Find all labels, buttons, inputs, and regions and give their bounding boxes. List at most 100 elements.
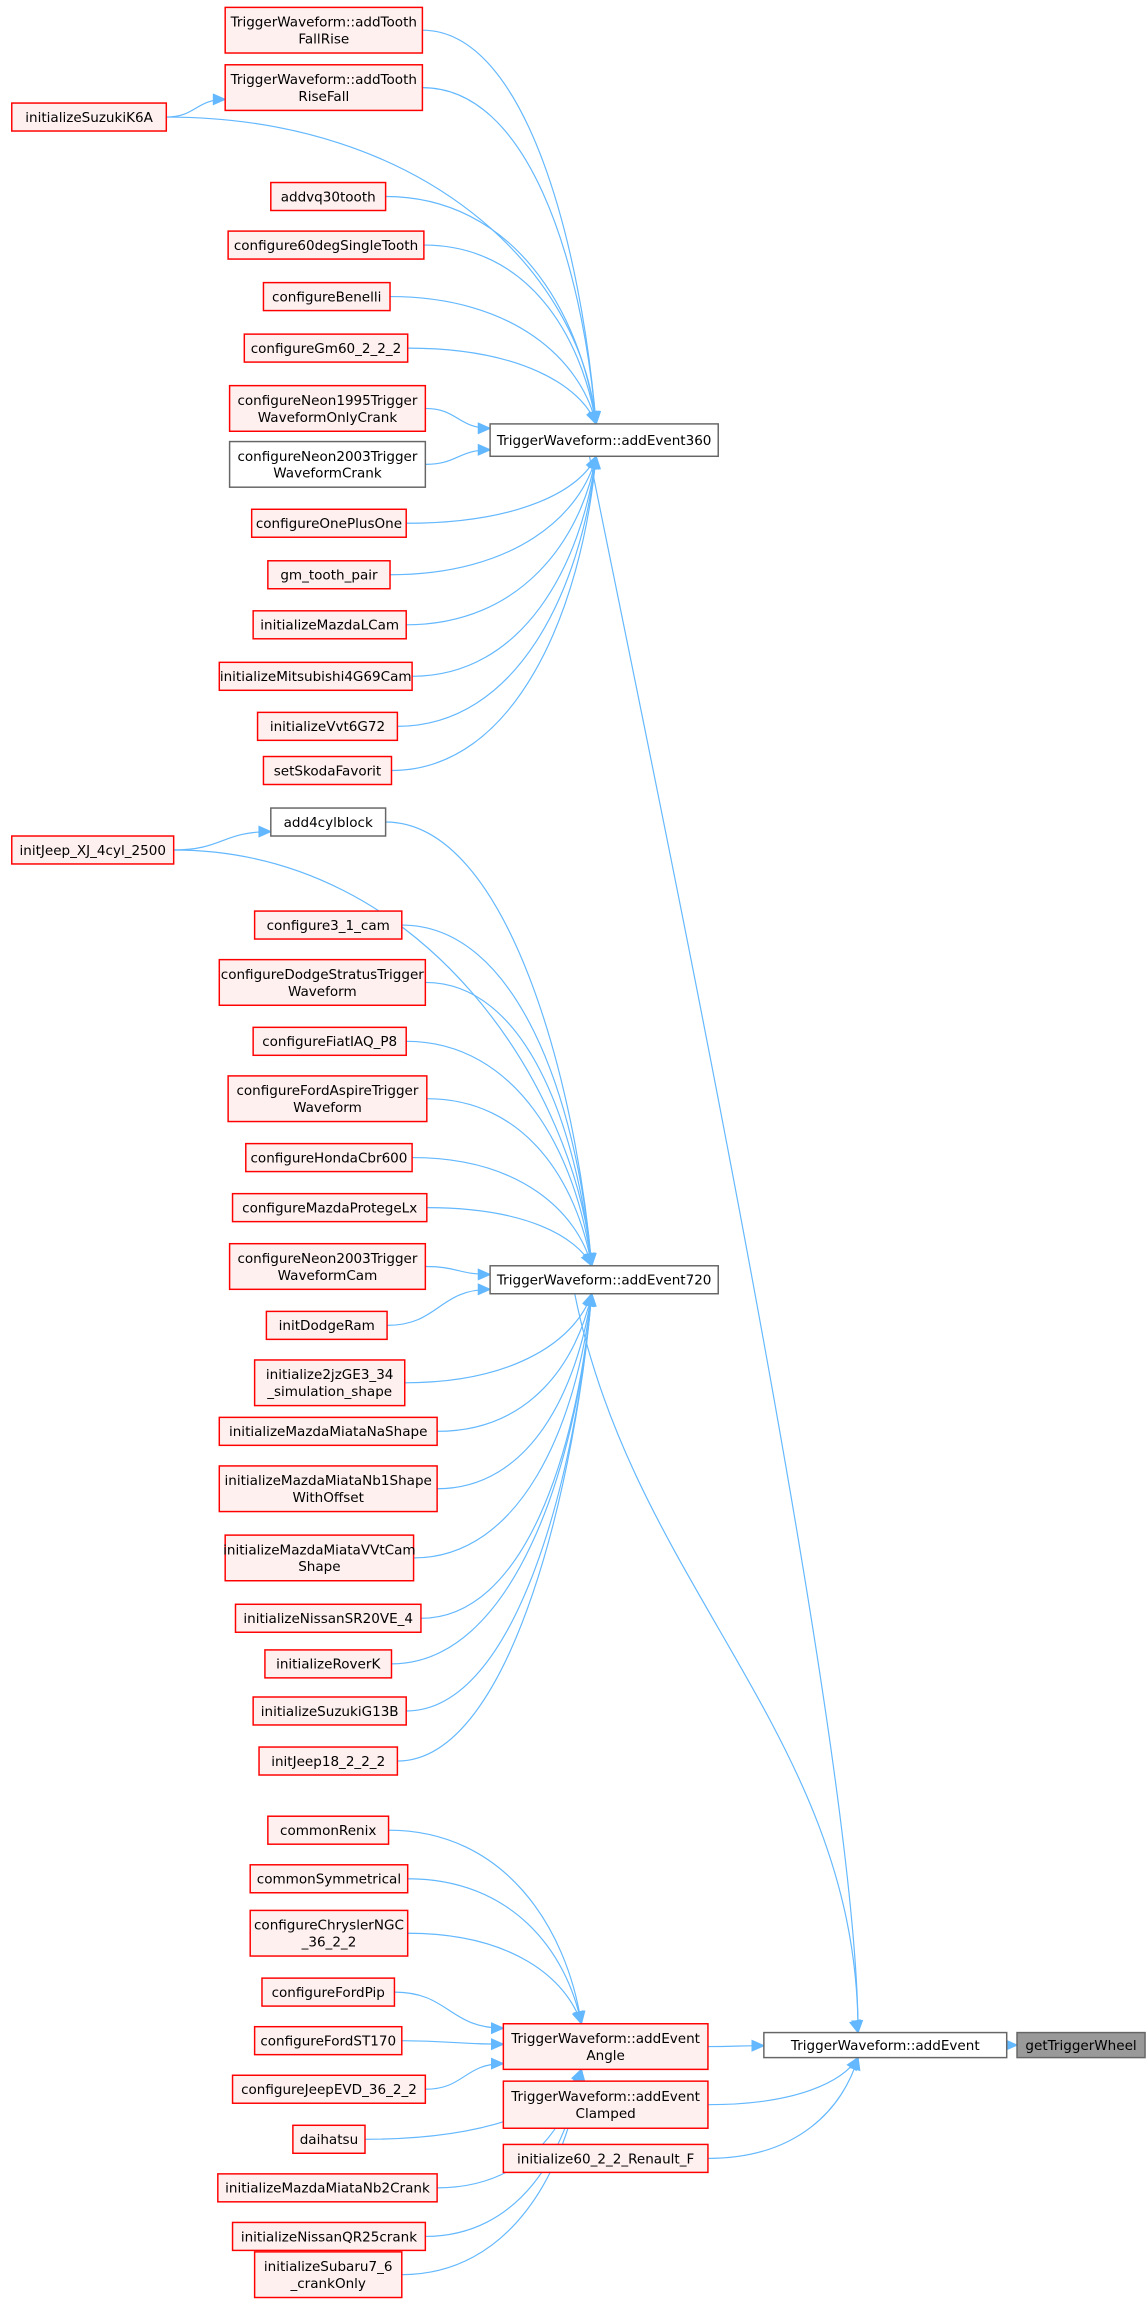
node-addvq30[interactable]: addvq30tooth (270, 181, 387, 212)
node-box (258, 1746, 399, 1776)
node-jeepevd[interactable]: configureJeepEVD_36_2_2 (231, 2074, 427, 2104)
node-box (217, 2173, 438, 2203)
edge-evclamped-to-addevent (707, 2057, 859, 2106)
node-c60deg[interactable]: configure60degSingleTooth (227, 230, 425, 260)
node-label: initJeep18_2_2_2 (271, 1754, 385, 1770)
node-daihatsu[interactable]: daihatsu (292, 2124, 366, 2154)
node-label: configureFordPip (272, 1985, 385, 2001)
node-label: TriggerWaveform::addTooth (230, 72, 417, 88)
node-jeep18[interactable]: initJeep18_2_2_2 (258, 1746, 399, 1776)
node-label: initializeMazdaMiataNb2Crank (225, 2181, 430, 2197)
node-fordst[interactable]: configureFordST170 (253, 2025, 403, 2056)
node-label: WaveformOnlyCrank (258, 410, 398, 426)
node-renault[interactable]: initialize60_2_2_Renault_F (502, 2143, 709, 2174)
node-box (763, 2031, 1008, 2059)
node-benelli[interactable]: configureBenelli (262, 281, 391, 312)
edge-chrysler-to-evangle (407, 1932, 582, 2024)
node-ev360[interactable]: TriggerWaveform::addEvent360 (489, 423, 719, 458)
edge-roverk-to-ev720 (391, 1293, 593, 1665)
node-symm[interactable]: commonSymmetrical (249, 1864, 409, 1894)
node-subaru[interactable]: initializeSubaru7_6_crankOnly (253, 2251, 403, 2299)
node-ev720[interactable]: TriggerWaveform::addEvent720 (489, 1265, 719, 1295)
node-addevent[interactable]: TriggerWaveform::addEvent (763, 2031, 1008, 2059)
node-oneplusone[interactable]: configureOnePlusOne (250, 508, 407, 538)
node-box (218, 1416, 438, 1447)
node-jeepxj[interactable]: initJeep_XJ_4cyl_2500 (11, 835, 175, 865)
node-box (231, 2074, 427, 2104)
edge-miatavvt-to-ev720 (413, 1293, 593, 1559)
node-mitsu[interactable]: initializeMitsubishi4G69Cam (218, 661, 413, 692)
node-fiat[interactable]: configureFiatIAQ_P8 (252, 1026, 407, 1057)
node-label: initializeVvt6G72 (270, 719, 385, 735)
edge-gmtooth-to-ev360 (390, 456, 597, 576)
node-protege[interactable]: configureMazdaProtegeLx (231, 1192, 428, 1223)
node-gm60[interactable]: configureGm60_2_2_2 (243, 333, 409, 363)
node-sr20[interactable]: initializeNissanSR20VE_4 (234, 1603, 422, 1633)
node-box (252, 610, 407, 640)
node-box (11, 835, 175, 865)
node-box (234, 1603, 422, 1633)
node-label: initializeSubaru7_6 (264, 2259, 393, 2275)
node-add4cyl[interactable]: add4cylblock (270, 807, 387, 837)
node-fordpip[interactable]: configureFordPip (261, 1977, 396, 2007)
node-gmtooth[interactable]: gm_tooth_pair (267, 560, 391, 590)
node-skoda[interactable]: setSkodaFavorit (262, 755, 393, 786)
node-miatanb2[interactable]: initializeMazdaMiataNb2Crank (217, 2173, 438, 2203)
node-roverk[interactable]: initializeRoverK (264, 1649, 393, 1679)
node-label: configureHondaCbr600 (250, 1150, 407, 1166)
node-box (250, 508, 407, 538)
node-c31cam[interactable]: configure3_1_cam (253, 910, 403, 940)
node-vvt6g72[interactable]: initializeVvt6G72 (256, 711, 399, 742)
node-box (224, 1534, 415, 1582)
node-label: initialize2jzGE3_34 (266, 1367, 394, 1383)
node-label: initializeMazdaMiataVVtCam (223, 1542, 415, 1558)
node-jz[interactable]: initialize2jzGE3_34_simulation_shape (253, 1359, 406, 1407)
node-qr25[interactable]: initializeNissanQR25crank (231, 2221, 427, 2252)
node-box (489, 423, 719, 458)
node-honda[interactable]: configureHondaCbr600 (245, 1142, 413, 1173)
node-label: configureNeon2003Trigger (237, 1251, 417, 1267)
arrowhead-icon (580, 1252, 593, 1268)
node-renix[interactable]: commonRenix (267, 1815, 390, 1845)
arrowhead-icon (584, 1292, 597, 1307)
node-box (231, 2221, 427, 2252)
node-gettw[interactable]: getTriggerWheel (1016, 2031, 1146, 2059)
node-box (224, 6, 424, 54)
arrowhead-icon (751, 2039, 766, 2052)
edge-fordaspire-to-ev720 (426, 1098, 593, 1266)
node-miatana[interactable]: initializeMazdaMiataNaShape (218, 1416, 438, 1447)
edge-miatana-to-ev720 (437, 1293, 593, 1432)
edge-gm60-to-ev360 (407, 347, 597, 425)
node-g13b[interactable]: initializeSuzukiG13B (252, 1696, 407, 1726)
node-box (228, 384, 427, 433)
node-dodgeram[interactable]: initDodgeRam (265, 1310, 388, 1341)
node-label: configureDodgeStratusTrigger (221, 967, 425, 983)
node-label: configureFordAspireTrigger (236, 1083, 418, 1099)
node-label: initializeRoverK (276, 1657, 381, 1673)
node-suzukik6a[interactable]: initializeSuzukiK6A (11, 102, 168, 132)
node-label: TriggerWaveform::addEvent720 (496, 1273, 712, 1289)
node-label: _36_2_2 (301, 1935, 357, 1951)
edge-mazdalcam-to-ev360 (406, 456, 597, 626)
node-label: Waveform (293, 1100, 362, 1116)
node-box (252, 1696, 407, 1726)
node-label: Waveform (288, 984, 357, 1000)
node-label: Angle (586, 2048, 625, 2064)
node-chrysler[interactable]: configureChryslerNGC_36_2_2 (249, 1909, 409, 1957)
node-label: configureJeepEVD_36_2_2 (241, 2082, 417, 2098)
node-mazdalcam[interactable]: initializeMazdaLCam (252, 610, 407, 640)
edges-layer (166, 29, 1019, 2276)
arrowhead-icon (490, 2038, 505, 2051)
node-label: _simulation_shape (266, 1384, 392, 1400)
node-neon1995[interactable]: configureNeon1995TriggerWaveformOnlyCran… (228, 384, 427, 433)
